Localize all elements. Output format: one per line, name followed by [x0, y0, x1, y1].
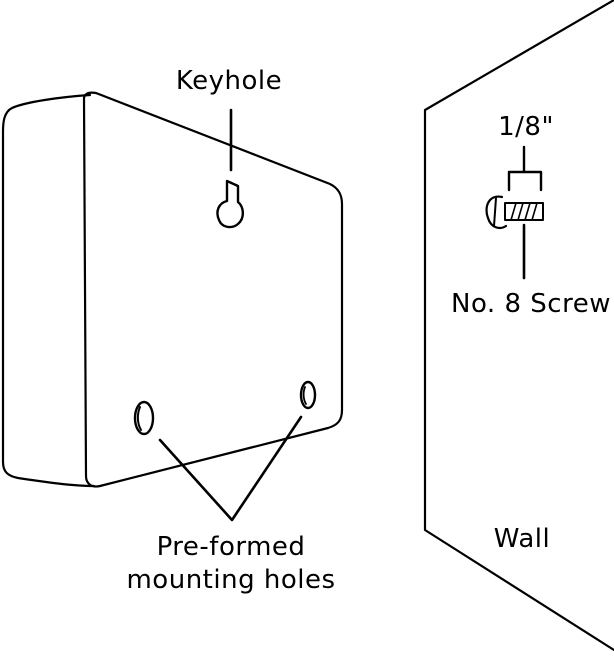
keyhole-label: Keyhole — [176, 66, 282, 96]
device-side-face — [1, 93, 96, 488]
device-front-face — [82, 91, 344, 488]
wall-label: Wall — [494, 524, 550, 554]
dimension-label: 1/8" — [498, 112, 554, 142]
holes-label-line1: Pre-formed — [157, 532, 306, 562]
wall-outline — [423, 0, 614, 652]
mounting-hole-left — [133, 400, 155, 436]
keyhole-icon — [216, 179, 245, 229]
device-box — [1, 91, 344, 488]
holes-label-line2: mounting holes — [126, 565, 335, 595]
mounting-hole-right — [299, 380, 317, 410]
holes-leader-lines — [158, 415, 303, 522]
screw-icon — [485, 195, 544, 229]
dimension-bracket — [507, 145, 543, 192]
screw-label: No. 8 Screw — [451, 289, 611, 319]
